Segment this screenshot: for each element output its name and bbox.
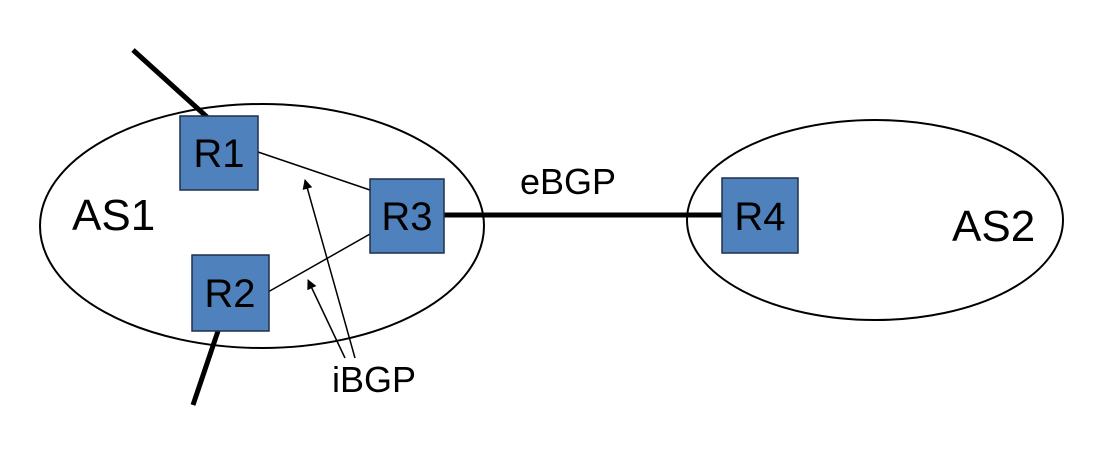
router-r1: R1 [179, 115, 259, 191]
as1-label: AS1 [72, 191, 155, 240]
r2-external-link [190, 330, 221, 406]
router-r3-box [369, 178, 445, 254]
ibgp-arrow-to-r2-r3 [307, 279, 346, 359]
router-r4-box [721, 177, 799, 254]
router-r3: R3 [369, 178, 445, 254]
router-r2: R2 [191, 254, 270, 332]
router-r3-label: R3 [381, 195, 432, 239]
as2-ellipse [686, 119, 1064, 321]
router-r1-label: R1 [193, 132, 244, 176]
router-r2-box [191, 254, 270, 332]
ibgp-label: iBGP [332, 359, 416, 400]
as2-label: AS2 [952, 202, 1035, 251]
r1-external-link [131, 48, 209, 119]
ibgp-link-r1-r3 [257, 151, 371, 191]
router-r2-label: R2 [204, 272, 255, 316]
ibgp-arrow-to-r1-r3 [302, 179, 356, 359]
router-r4: R4 [721, 177, 799, 254]
as1-ellipse [39, 103, 485, 349]
ebgp-label: eBGP [520, 161, 616, 202]
router-r4-label: R4 [734, 195, 785, 239]
ibgp-link-r2-r3 [267, 233, 371, 293]
router-r1-box [179, 115, 259, 191]
